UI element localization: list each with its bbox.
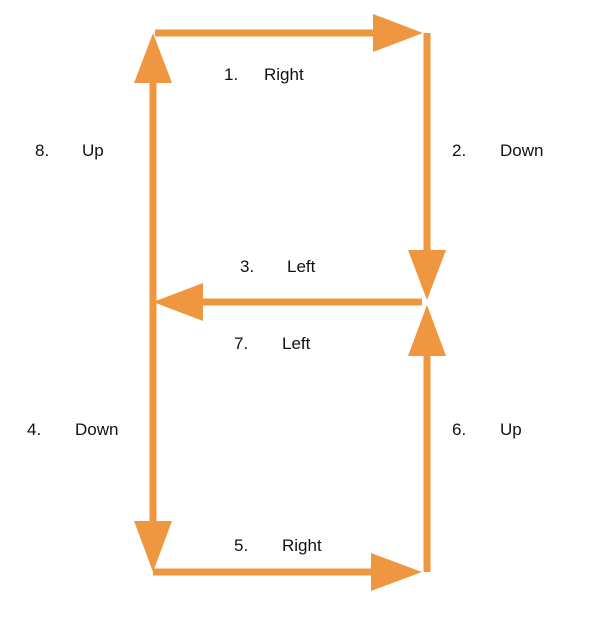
step-direction: Right	[282, 536, 322, 555]
step-direction: Up	[82, 141, 104, 160]
step-number: 8.	[35, 141, 50, 160]
step-number: 3.	[240, 257, 255, 276]
arrow-3-left-head	[153, 283, 203, 321]
arrow-2-down-head	[408, 250, 446, 300]
step-number: 5.	[234, 536, 249, 555]
step-direction: Down	[500, 141, 544, 160]
step-label-4: 4. Down	[27, 420, 118, 440]
arrow-1-right-head	[373, 14, 423, 52]
step-direction: Down	[75, 420, 119, 439]
step-direction: Up	[500, 420, 522, 439]
step-label-3: 3. Left	[240, 257, 315, 277]
step-label-2: 2. Down	[452, 141, 543, 161]
step-label-1: 1. Right	[224, 65, 304, 85]
arrow-8-up-head	[134, 33, 172, 83]
step-label-8: 8. Up	[35, 141, 104, 161]
step-number: 2.	[452, 141, 467, 160]
step-label-5: 5. Right	[234, 536, 322, 556]
arrow-6-up-head	[408, 305, 446, 356]
step-number: 4.	[27, 420, 42, 439]
step-direction: Right	[264, 65, 304, 84]
step-number: 1.	[224, 65, 239, 84]
arrow-5-right-head	[371, 553, 422, 591]
step-direction: Left	[287, 257, 316, 276]
step-number: 6.	[452, 420, 467, 439]
step-direction: Left	[282, 334, 311, 353]
step-label-7: 7. Left	[234, 334, 310, 354]
step-number: 7.	[234, 334, 249, 353]
step-label-6: 6. Up	[452, 420, 522, 440]
arrow-4-down-head	[134, 521, 172, 572]
